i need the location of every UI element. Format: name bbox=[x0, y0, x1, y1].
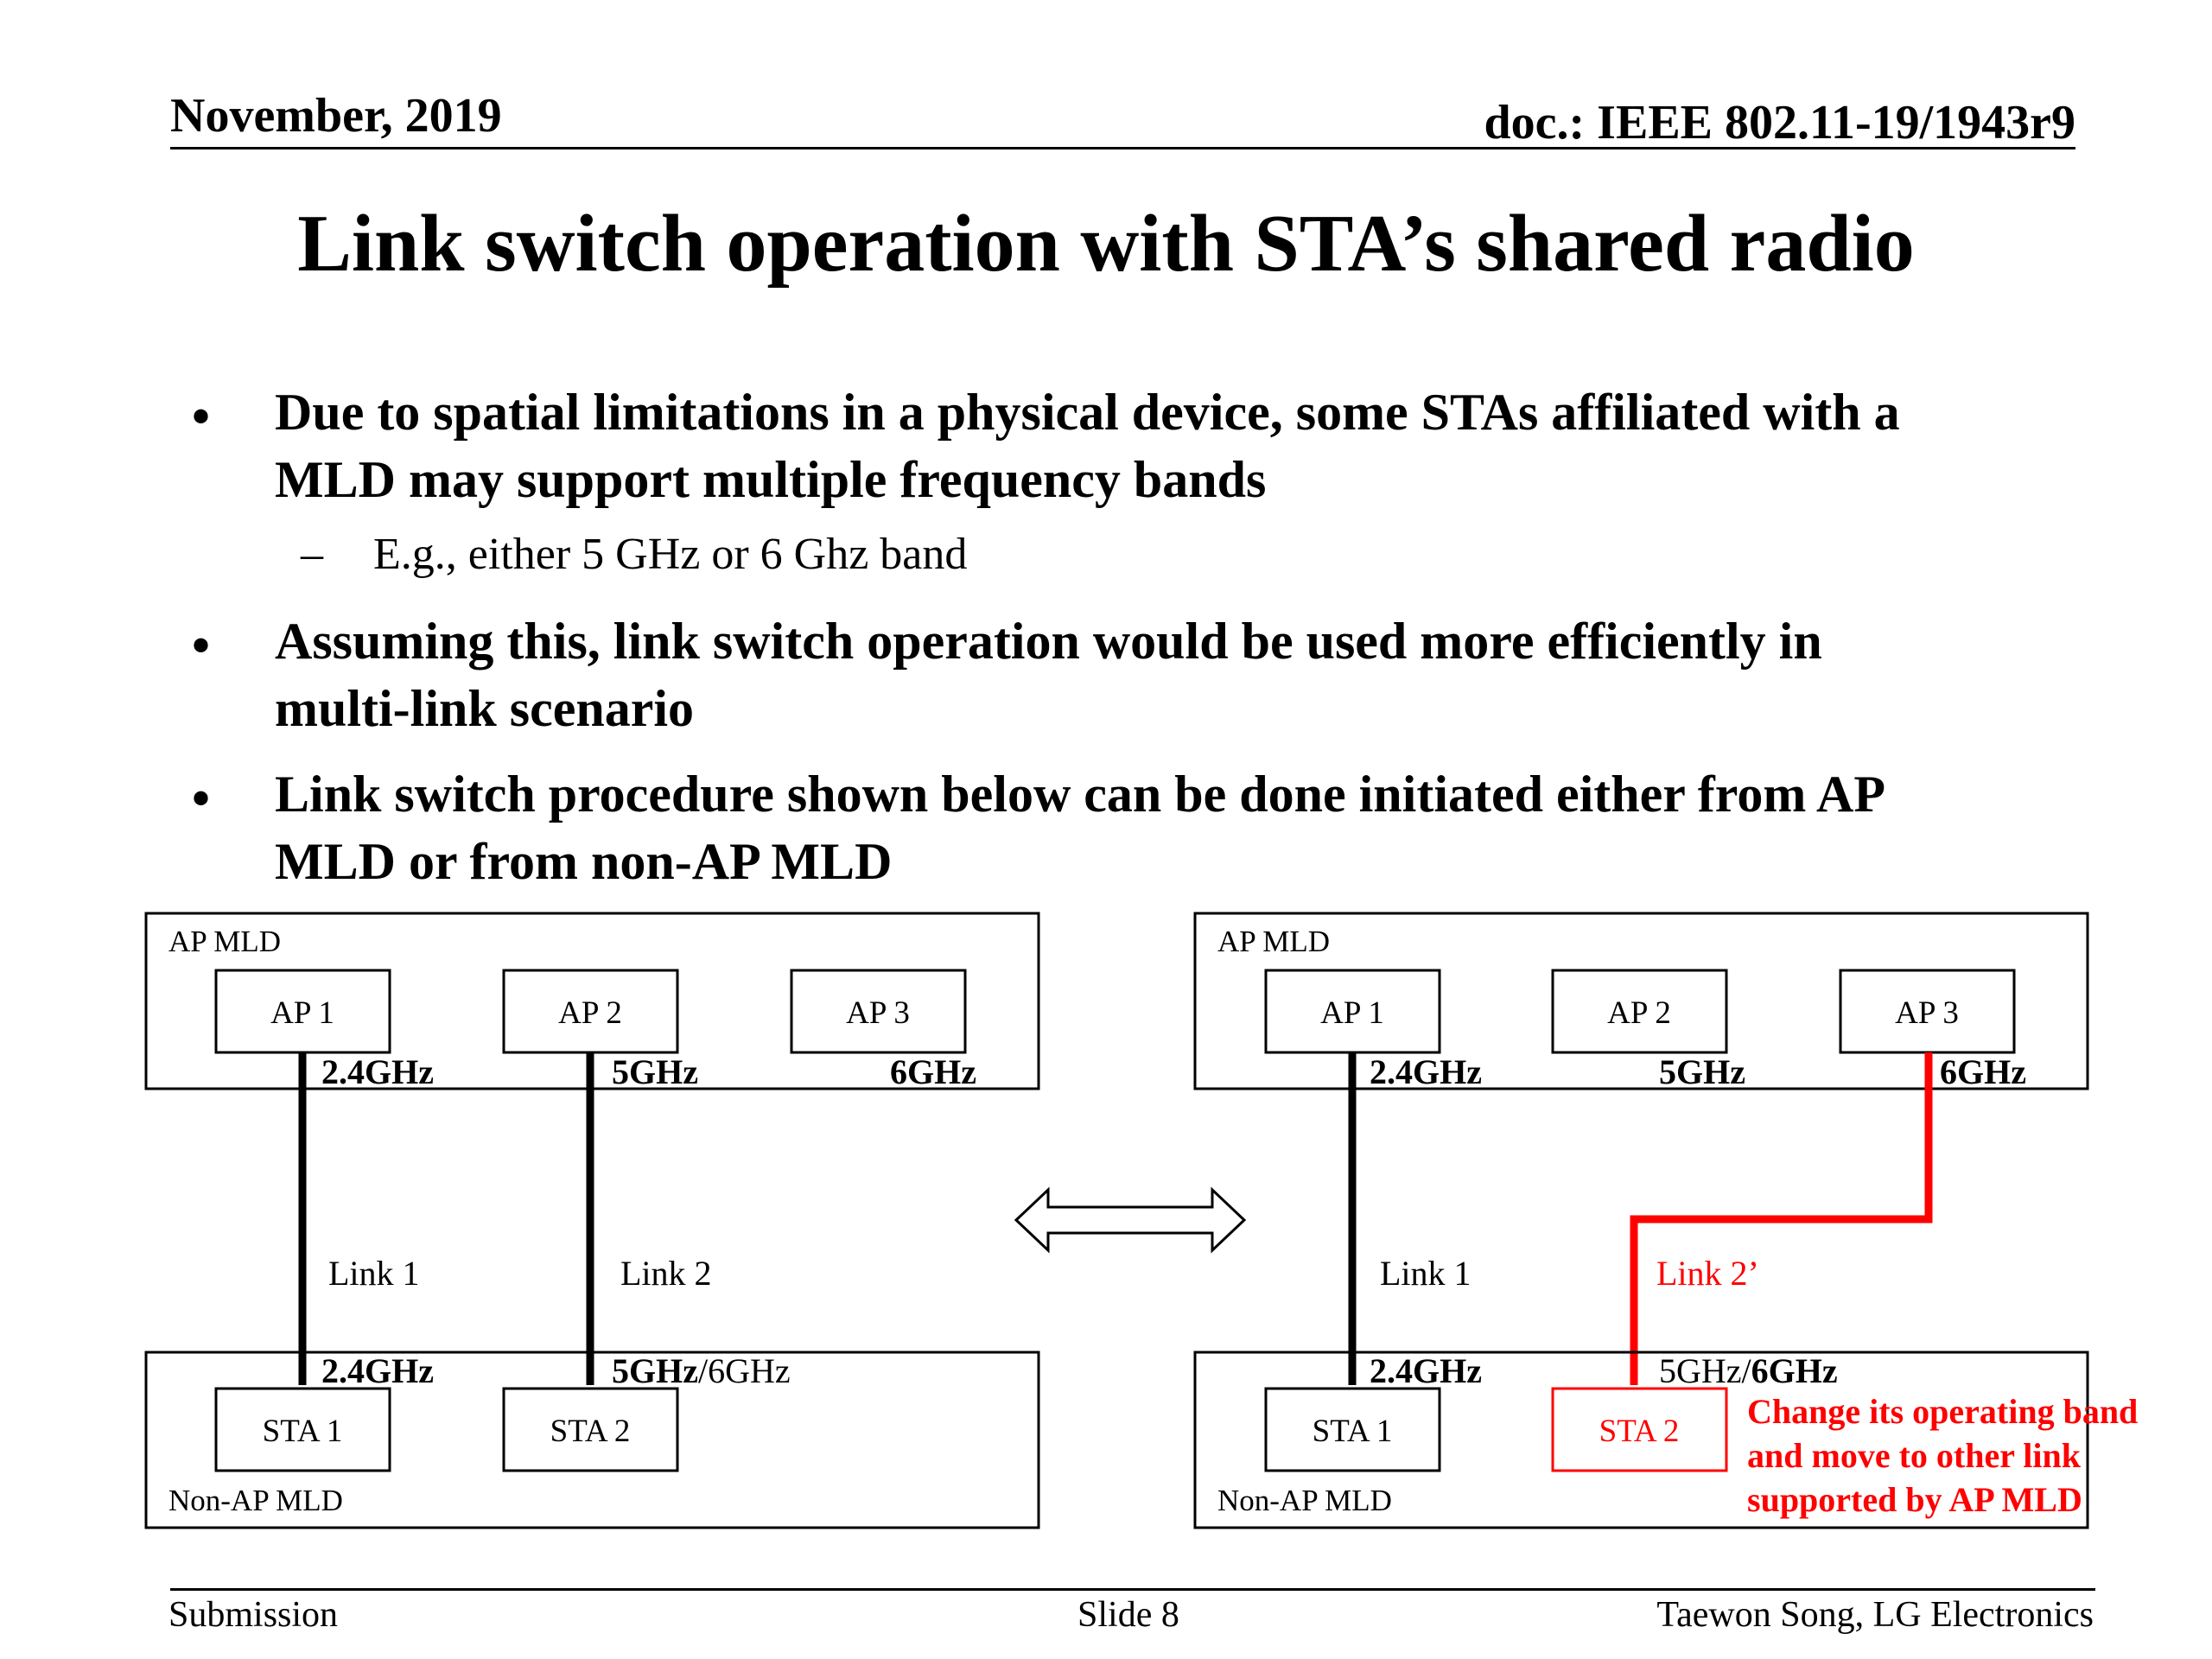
sub-bullet-1: E.g., either 5 GHz or 6 Ghz band bbox=[373, 530, 968, 579]
footer-rule bbox=[170, 1588, 2095, 1591]
right-sta-band-2-bold: 6GHz bbox=[1751, 1351, 1838, 1390]
right-ap-mld-box bbox=[1193, 912, 2089, 1090]
bullet-2: Assuming this, link switch operation wou… bbox=[275, 607, 1822, 742]
right-ap-band-2: 5GHz bbox=[1659, 1052, 1745, 1091]
bullet-marker: • bbox=[192, 388, 211, 445]
left-ap2-box bbox=[502, 969, 679, 1054]
left-non-ap-mld-box bbox=[144, 1351, 1040, 1529]
left-link-2-label: Link 2 bbox=[620, 1254, 712, 1293]
bullet-3-line-2: MLD or from non-AP MLD bbox=[275, 833, 893, 890]
right-sta1-label: STA 1 bbox=[1313, 1414, 1393, 1449]
right-sta1-box bbox=[1264, 1387, 1441, 1472]
switch-arrow-icon bbox=[1014, 1186, 1247, 1254]
left-ap2-label: AP 2 bbox=[558, 995, 622, 1031]
bullet-2-line-1: Assuming this, link switch operation wou… bbox=[275, 613, 1822, 670]
right-ap3-box bbox=[1839, 969, 2016, 1054]
header-date: November, 2019 bbox=[170, 89, 502, 143]
bullet-marker: • bbox=[192, 770, 211, 827]
left-ap1-label: AP 1 bbox=[270, 995, 334, 1031]
left-ap3-label: AP 3 bbox=[846, 995, 910, 1031]
header-rule bbox=[170, 147, 2075, 149]
slide-title: Link switch operation with STA’s shared … bbox=[297, 199, 1915, 289]
left-sta-band-1: 2.4GHz bbox=[321, 1351, 434, 1390]
left-sta-band-2: 5GHz/6GHz bbox=[612, 1351, 791, 1390]
right-sta-band-2: 5GHz/6GHz bbox=[1659, 1351, 1838, 1390]
left-ap-band-1: 2.4GHz bbox=[321, 1052, 434, 1091]
footer-slide-number: Slide 8 bbox=[1077, 1595, 1179, 1635]
right-link-2-line bbox=[1630, 1052, 1933, 1385]
left-ap-band-2: 5GHz bbox=[612, 1052, 698, 1091]
right-change-note-line-1: Change its operating band bbox=[1747, 1392, 2138, 1431]
right-diagram: AP MLD AP 1 AP 2 AP 3 2.4GHz 5GHz 6GHz L… bbox=[1193, 912, 2138, 1529]
right-ap3-label: AP 3 bbox=[1895, 995, 1959, 1031]
left-ap-band-3: 6GHz bbox=[890, 1052, 976, 1091]
right-ap2-box bbox=[1551, 969, 1728, 1054]
left-ap-mld-label: AP MLD bbox=[168, 925, 281, 958]
right-sta-band-2-plain: 5GHz/ bbox=[1659, 1351, 1752, 1390]
footer-author: Taewon Song, LG Electronics bbox=[1656, 1595, 2094, 1635]
right-ap2-label: AP 2 bbox=[1607, 995, 1671, 1031]
left-ap3-box bbox=[790, 969, 967, 1054]
bullet-3-line-1: Link switch procedure shown below can be… bbox=[275, 766, 1885, 823]
left-diagram: AP MLD AP 1 AP 2 AP 3 2.4GHz 5GHz 6GHz L… bbox=[144, 912, 1040, 1529]
footer-submission: Submission bbox=[168, 1595, 339, 1635]
right-sta-band-1: 2.4GHz bbox=[1370, 1351, 1482, 1390]
left-sta1-box bbox=[214, 1387, 391, 1472]
right-sta2-label: STA 2 bbox=[1599, 1414, 1680, 1449]
bullet-3: Link switch procedure shown below can be… bbox=[275, 760, 1885, 895]
right-non-ap-mld-box bbox=[1193, 1351, 2089, 1529]
bullet-1-line-2: MLD may support multiple frequency bands bbox=[275, 451, 1267, 508]
bullet-1-line-1: Due to spatial limitations in a physical… bbox=[275, 384, 1900, 441]
right-ap-band-3: 6GHz bbox=[1940, 1052, 2026, 1091]
right-ap1-label: AP 1 bbox=[1320, 995, 1384, 1031]
right-change-note-line-2: and move to other link bbox=[1747, 1436, 2082, 1475]
right-sta2-box bbox=[1551, 1387, 1728, 1472]
left-link-1-label: Link 1 bbox=[328, 1254, 420, 1293]
left-sta2-label: STA 2 bbox=[550, 1414, 631, 1449]
left-non-ap-mld-label: Non-AP MLD bbox=[168, 1484, 343, 1517]
bullet-1: Due to spatial limitations in a physical… bbox=[275, 378, 1900, 513]
left-sta1-label: STA 1 bbox=[263, 1414, 343, 1449]
header-doc-id: doc.: IEEE 802.11-19/1943r9 bbox=[1484, 96, 2075, 149]
right-link-1-label: Link 1 bbox=[1380, 1254, 1471, 1293]
bullet-marker: • bbox=[192, 617, 211, 674]
right-ap-band-1: 2.4GHz bbox=[1370, 1052, 1482, 1091]
left-sta-band-2-rest: /6GHz bbox=[698, 1351, 791, 1390]
bullet-2-line-2: multi-link scenario bbox=[275, 680, 695, 737]
left-sta-band-2-bold: 5GHz bbox=[612, 1351, 698, 1390]
right-link-2-label: Link 2’ bbox=[1656, 1254, 1759, 1293]
right-non-ap-mld-label: Non-AP MLD bbox=[1217, 1484, 1392, 1517]
right-change-note-line-3: supported by AP MLD bbox=[1747, 1480, 2082, 1519]
right-ap-mld-label: AP MLD bbox=[1217, 925, 1330, 958]
left-sta2-box bbox=[502, 1387, 679, 1472]
left-ap1-box bbox=[214, 969, 391, 1054]
sub-bullet-marker: – bbox=[301, 530, 323, 579]
